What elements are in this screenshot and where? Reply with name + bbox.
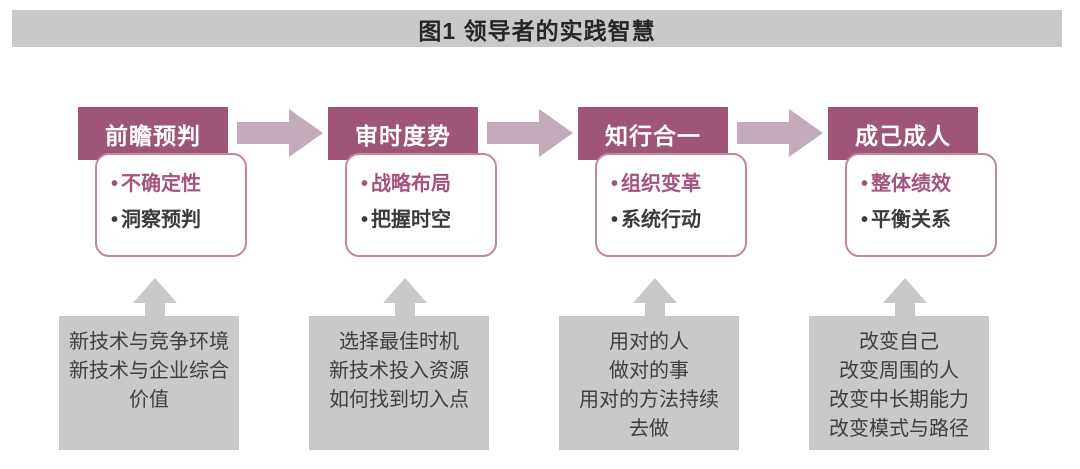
input-line: 改变模式与路径 <box>829 418 969 440</box>
arrow-up-head <box>633 278 677 303</box>
arrow-right-shaft <box>737 122 789 144</box>
input-line: 选择最佳时机 <box>339 331 459 353</box>
bullet-item: 不确定性 <box>111 170 245 199</box>
input-line: 如何找到切入点 <box>329 389 469 411</box>
stage-header-label: 审时度势 <box>355 122 451 149</box>
bullet-item: 整体绩效 <box>861 170 995 199</box>
bullet-item: 战略布局 <box>361 170 495 199</box>
input-line: 改变中长期能力 <box>829 389 969 411</box>
focus-card: 战略布局 把握时空 <box>345 153 497 257</box>
input-line: 新技术投入资源 <box>329 360 469 382</box>
figure-title: 图1 领导者的实践智慧 <box>418 17 656 44</box>
bullet-item: 平衡关系 <box>861 206 995 235</box>
arrow-right-icon <box>737 109 823 157</box>
stage-column-1: 前瞻预判 不确定性 洞察预判 新技术与竞争环境 新技术与企业综合 价值 <box>50 104 266 464</box>
stage-header: 前瞻预判 <box>78 107 228 160</box>
focus-card: 不确定性 洞察预判 <box>95 153 247 257</box>
input-line: 改变周围的人 <box>839 360 959 382</box>
input-line: 用对的方法持续 <box>579 389 719 411</box>
bullet-item: 把握时空 <box>361 206 495 235</box>
stage-header: 成己成人 <box>828 107 978 160</box>
arrow-up-shaft <box>895 302 915 317</box>
input-line: 做对的事 <box>609 360 689 382</box>
input-panel: 选择最佳时机 新技术投入资源 如何找到切入点 <box>309 316 489 450</box>
stage-column-4: 成己成人 整体绩效 平衡关系 改变自己 改变周围的人 改变中长期能力 改变模式与… <box>800 104 1016 464</box>
arrow-up-shaft <box>145 302 165 317</box>
bullet-item: 洞察预判 <box>111 206 245 235</box>
input-panel: 用对的人 做对的事 用对的方法持续 去做 <box>559 316 739 450</box>
arrow-up-head <box>883 278 927 303</box>
focus-card: 组织变革 系统行动 <box>595 153 747 257</box>
stage-header-label: 成己成人 <box>855 122 951 149</box>
arrow-right-icon <box>237 109 323 157</box>
arrow-right-shaft <box>237 122 289 144</box>
stage-column-2: 审时度势 战略布局 把握时空 选择最佳时机 新技术投入资源 如何找到切入点 <box>300 104 516 464</box>
input-line: 用对的人 <box>609 331 689 353</box>
arrow-right-head <box>539 109 573 157</box>
arrow-right-head <box>789 109 823 157</box>
stage-header: 知行合一 <box>578 107 728 160</box>
arrow-right-head <box>289 109 323 157</box>
input-line: 价值 <box>129 389 169 411</box>
arrow-up-shaft <box>395 302 415 317</box>
stage-header-label: 知行合一 <box>605 122 701 149</box>
arrow-right-shaft <box>487 122 539 144</box>
bullet-item: 系统行动 <box>611 206 745 235</box>
stage-header-label: 前瞻预判 <box>105 122 201 149</box>
bullet-item: 组织变革 <box>611 170 745 199</box>
figure-title-bar: 图1 领导者的实践智慧 <box>12 10 1062 47</box>
input-panel: 改变自己 改变周围的人 改变中长期能力 改变模式与路径 <box>809 316 989 450</box>
stage-column-3: 知行合一 组织变革 系统行动 用对的人 做对的事 用对的方法持续 去做 <box>550 104 766 464</box>
input-panel: 新技术与竞争环境 新技术与企业综合 价值 <box>59 316 239 450</box>
focus-card: 整体绩效 平衡关系 <box>845 153 997 257</box>
stage-header: 审时度势 <box>328 107 478 160</box>
arrow-up-head <box>383 278 427 303</box>
input-line: 新技术与企业综合 <box>69 360 229 382</box>
arrow-up-shaft <box>645 302 665 317</box>
arrow-up-head <box>133 278 177 303</box>
arrow-right-icon <box>487 109 573 157</box>
input-line: 改变自己 <box>859 331 939 353</box>
input-line: 新技术与竞争环境 <box>69 331 229 353</box>
input-line: 去做 <box>629 418 669 440</box>
